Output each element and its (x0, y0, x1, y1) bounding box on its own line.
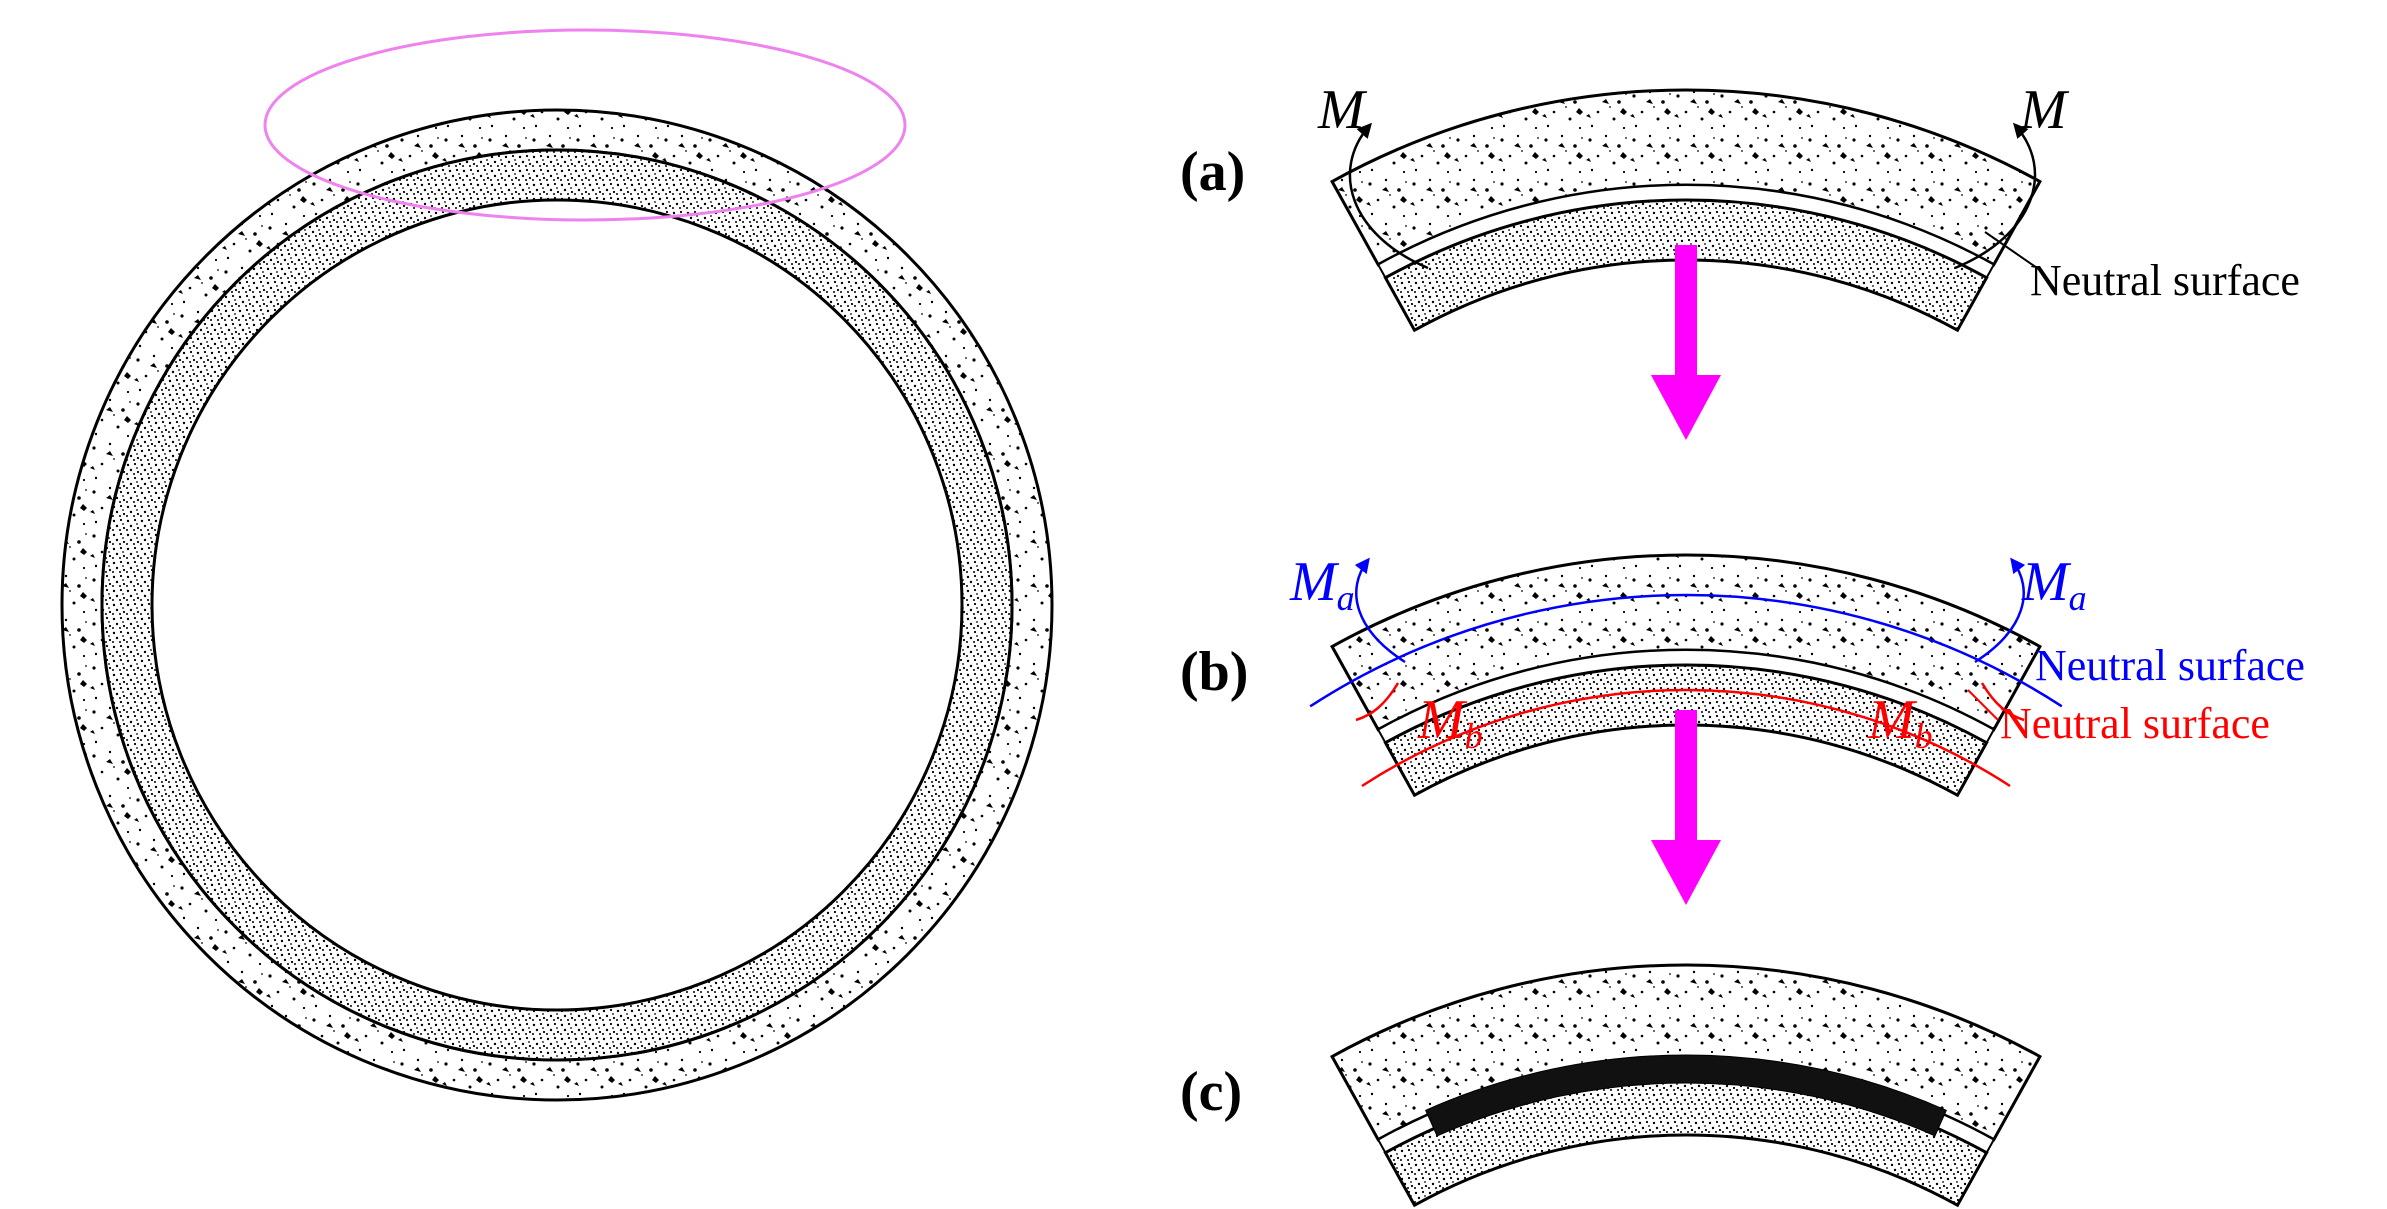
moment-symbol: M (1417, 689, 1468, 751)
inner-layer (1383, 198, 1989, 333)
curved-moment-arrow-icon (1354, 557, 1406, 664)
curved-moment-arrow-icon (1348, 122, 1429, 270)
debonding-gap (1425, 1054, 1947, 1137)
moment-label-b-top-left: Ma (1289, 551, 1355, 618)
moment-label-b-bot-left: Mb (1417, 689, 1483, 756)
composite-ring (60, 28, 1054, 1102)
panel-label-a: (a) (1180, 141, 1245, 203)
segment-b (1309, 553, 2063, 798)
neutral-surface-label-a: Neutral surface (2030, 256, 2300, 305)
neutral-leader-a (1984, 231, 2041, 271)
neutral-surface-red (1361, 688, 2011, 788)
inner-layer (1383, 663, 1989, 798)
curved-moment-arrow-icon (1980, 682, 2025, 722)
magenta-down-arrow-icon (1651, 245, 1721, 440)
segment-a (1330, 88, 2042, 333)
moment-symbol: M (1289, 551, 1340, 613)
moment-label-a-left: M (1317, 79, 1368, 141)
moment-subscript: b (1915, 716, 1933, 756)
segment-c (1330, 963, 2042, 1208)
moment-subscript: b (1465, 716, 1483, 756)
panel-label-b: (b) (1180, 641, 1248, 703)
highlight-ellipse (263, 28, 907, 222)
curved-moment-arrow-icon (1974, 557, 2026, 664)
magenta-down-arrow-icon (1651, 710, 1721, 905)
panel-label-c: (c) (1180, 1061, 1242, 1123)
moment-subscript: a (2069, 578, 2087, 618)
moment-symbol: M (2021, 551, 2072, 613)
moment-label-b-bot-right: Mb (1867, 689, 1933, 756)
curved-moment-arrow-icon (1954, 122, 2037, 270)
moment-symbol: M (1867, 689, 1918, 751)
moment-label-a-right: M (2019, 79, 2070, 141)
ring-bore (150, 198, 964, 1012)
neutral-surface-label-b-red: Neutral surface (2000, 699, 2270, 748)
neutral-surface-blue (1309, 593, 2063, 708)
neutral-surface-label-b-blue: Neutral surface (2035, 641, 2305, 690)
moment-subscript: a (1337, 578, 1355, 618)
moment-label-b-top-right: Ma (2021, 551, 2087, 618)
curved-moment-arrow-icon (1355, 682, 1400, 722)
neutral-leader-b-red (1967, 689, 1999, 721)
